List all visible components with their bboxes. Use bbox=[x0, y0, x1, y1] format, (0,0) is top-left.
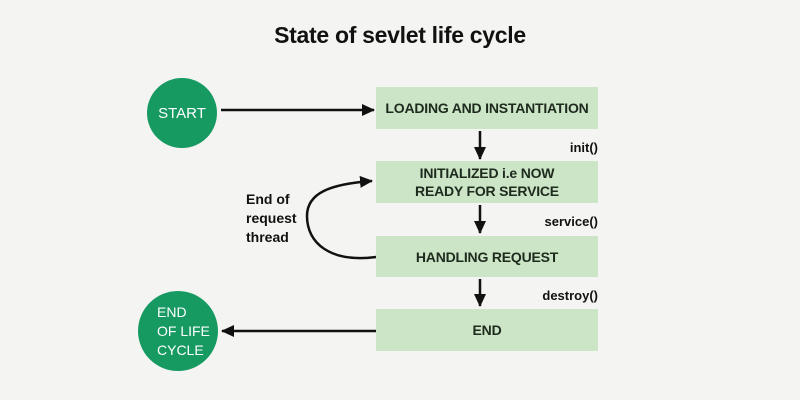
node-end-of-life-line3: CYCLE bbox=[157, 341, 204, 358]
node-end-of-life-line2: OF LIFE bbox=[157, 322, 210, 339]
node-end-of-life-line1: END bbox=[157, 303, 187, 320]
arrow-loop-handling-to-initialized bbox=[305, 175, 377, 260]
node-end-of-life: END OF LIFE CYCLE bbox=[138, 291, 218, 371]
node-end: END bbox=[376, 309, 598, 351]
node-handling-label: HANDLING REQUEST bbox=[415, 248, 559, 265]
edge-label-loop: End of request thread bbox=[246, 190, 297, 247]
edge-label-service: service() bbox=[544, 214, 598, 229]
node-initialized: INITIALIZED i.e NOW READY FOR SERVICE bbox=[376, 161, 598, 203]
node-end-of-life-label: END OF LIFE CYCLE bbox=[157, 303, 210, 360]
edge-label-loop-line3: thread bbox=[246, 229, 289, 245]
node-initialized-line1: INITIALIZED i.e NOW bbox=[419, 165, 555, 181]
node-end-label: END bbox=[472, 322, 502, 338]
node-loading-label: LOADING AND INSTANTIATION bbox=[385, 100, 589, 116]
node-loading: LOADING AND INSTANTIATION bbox=[376, 87, 598, 129]
edge-label-destroy: destroy() bbox=[542, 288, 598, 303]
node-initialized-line2: READY FOR SERVICE bbox=[415, 183, 559, 199]
diagram-title: State of sevlet life cycle bbox=[274, 22, 526, 48]
node-start-label: START bbox=[158, 104, 206, 122]
edge-label-loop-line2: request bbox=[246, 210, 297, 226]
edge-label-init: init() bbox=[569, 140, 598, 155]
edge-label-loop-line1: End of bbox=[246, 191, 290, 207]
node-handling: HANDLING REQUEST bbox=[376, 236, 598, 277]
node-start: START bbox=[147, 78, 217, 148]
